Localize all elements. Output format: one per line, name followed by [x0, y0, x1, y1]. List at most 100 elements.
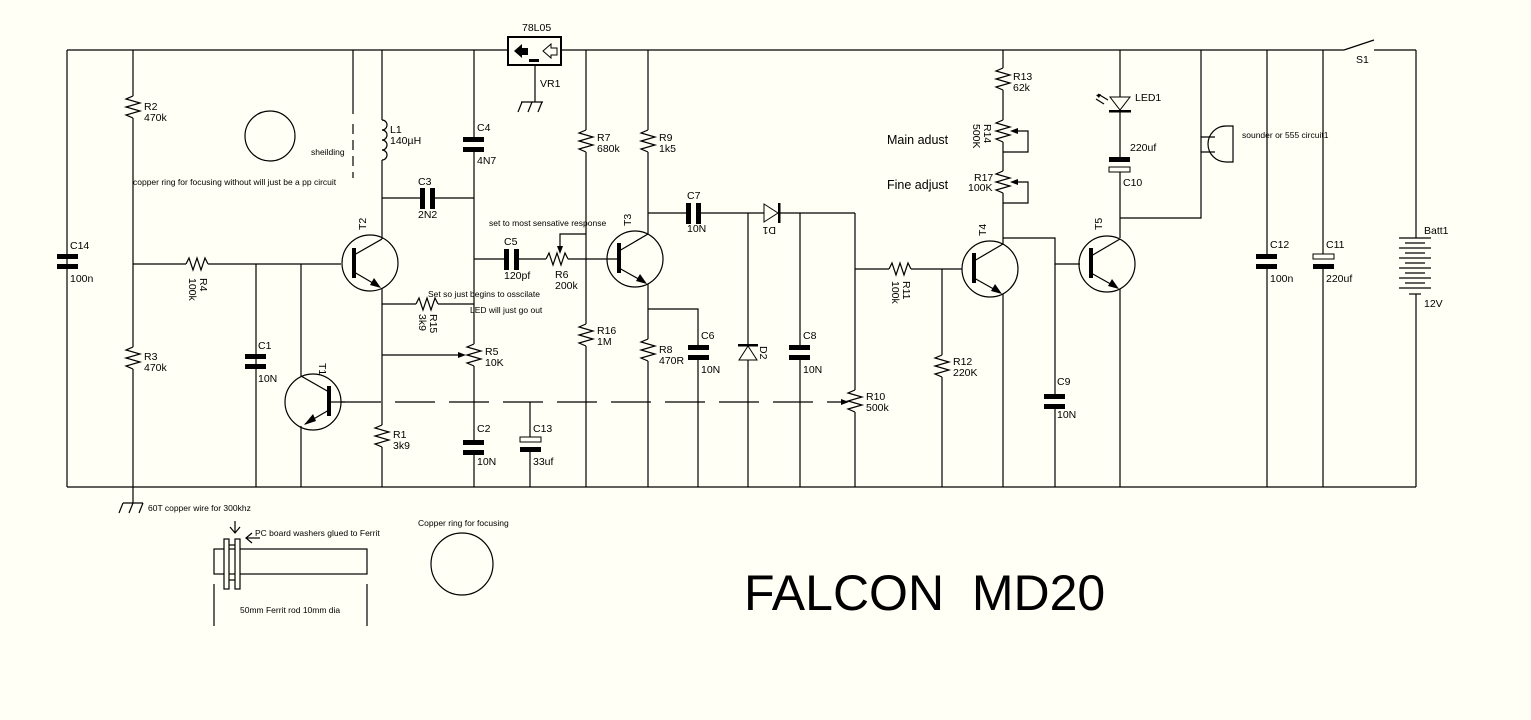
c11-value: 220uf [1326, 273, 1352, 285]
arrow-left-icon [245, 532, 260, 544]
capacitor-c13 [519, 436, 542, 452]
resistor-r7 [576, 129, 596, 153]
d2-ref: D2 [757, 346, 769, 360]
capacitor-c11 [1312, 253, 1335, 269]
r7-ref: R7 [597, 132, 611, 144]
d1-ref: D1 [762, 224, 776, 236]
ground-icon [517, 95, 543, 113]
resistor-r8 [638, 338, 658, 362]
wiper-arrow [1010, 128, 1018, 134]
r2-ref: R2 [144, 101, 158, 113]
l1-ref: L1 [390, 124, 402, 136]
capacitor-c4 [463, 137, 484, 152]
c6-ref: C6 [701, 330, 715, 342]
coil-note: 60T copper wire for 300khz [148, 503, 251, 513]
transistor-t2 [341, 234, 399, 292]
c2-ref: C2 [477, 423, 491, 435]
t1-ref: T1 [316, 363, 328, 375]
r3-value: 470k [144, 362, 168, 374]
r7-value: 680k [597, 143, 621, 155]
r1-value: 3k9 [393, 440, 410, 452]
wire [559, 233, 586, 252]
r14-value: 500K [970, 124, 982, 149]
t3-ref: T3 [622, 214, 634, 226]
regulator-ref: VR1 [540, 78, 561, 90]
diode-d1 [763, 203, 781, 223]
c7-value: 10N [687, 223, 706, 235]
c7-ref: C7 [687, 190, 701, 202]
r13-value: 62k [1013, 82, 1031, 94]
wiper-arrow [1010, 179, 1018, 185]
capacitor-c6 [688, 345, 709, 360]
t2-ref: T2 [357, 218, 369, 230]
c6-value: 10N [701, 364, 720, 376]
t4-ref: T4 [977, 224, 989, 236]
capacitor-c12 [1256, 254, 1277, 269]
capacitor-c5 [504, 249, 519, 270]
c4-value: 4N7 [477, 155, 496, 167]
ferrite-rod-drawing [213, 538, 368, 626]
c8-value: 10N [803, 364, 822, 376]
r3-ref: R3 [144, 351, 158, 363]
c9-ref: C9 [1057, 376, 1071, 388]
resistor-r11 [888, 261, 912, 277]
resistor-r4 [185, 256, 209, 272]
capacitor-c14 [57, 254, 78, 269]
r11-ref: R11 [900, 281, 912, 300]
led1-ref: LED1 [1135, 92, 1161, 104]
resistor-r16 [576, 323, 596, 347]
resistor-r5 [464, 343, 484, 367]
inductor-l1 [381, 119, 388, 161]
wire [648, 308, 699, 345]
t5-ref: T5 [1093, 218, 1105, 230]
sensitive-note: set to most sensative response [489, 218, 606, 228]
sounder-note: sounder or 555 circuit1 [1242, 130, 1329, 140]
r12-ref: R12 [953, 356, 972, 368]
r10-ref: R10 [866, 391, 885, 403]
resistor-r14 [993, 119, 1013, 143]
r14-ref: R14 [981, 124, 993, 143]
battery-icon [1399, 237, 1431, 295]
r10-value: 500k [866, 402, 890, 414]
batt1-value: 12V [1424, 298, 1443, 310]
c12-value: 100n [1270, 273, 1294, 285]
c3-ref: C3 [418, 176, 432, 188]
c8-ref: C8 [803, 330, 817, 342]
wiper-arrow [458, 352, 466, 358]
capacitor-c1 [245, 354, 266, 369]
r16-ref: R16 [597, 325, 616, 337]
r11-value: 100k [889, 281, 901, 305]
resistor-r13 [993, 67, 1013, 91]
wire [1003, 181, 1029, 204]
schematic-title: FALCON MD20 [744, 565, 1105, 621]
capacitor-c10 [1108, 157, 1131, 173]
c1-ref: C1 [258, 340, 272, 352]
transistor-t5 [1078, 235, 1136, 293]
c5-ref: C5 [504, 236, 518, 248]
main-adjust-label: Main adust [887, 133, 949, 147]
r9-value: 1k5 [659, 143, 676, 155]
r17-ref: R17 [974, 172, 993, 184]
switch-s1[interactable] [1343, 39, 1375, 51]
r5-value: 10K [485, 357, 504, 369]
l1-value: 140µH [390, 135, 421, 147]
r17-value: 100K [968, 182, 993, 194]
c2-value: 10N [477, 456, 496, 468]
c3-value: 2N2 [418, 209, 437, 221]
resistor-r15 [415, 296, 439, 312]
resistor-r10 [845, 389, 865, 413]
transistor-t4 [961, 240, 1019, 298]
r2-value: 470k [144, 112, 168, 124]
wiper-arrow [841, 399, 849, 405]
oscillate-note: Set so just begins to osscilate [428, 289, 540, 299]
resistor-r17 [993, 170, 1013, 194]
transistor-t3 [606, 230, 664, 288]
r5-ref: R5 [485, 346, 499, 358]
capacitor-c7 [686, 203, 701, 224]
r13-ref: R13 [1013, 71, 1032, 83]
shielding-note: sheilding [311, 147, 345, 157]
regulator-part: 78L05 [522, 22, 551, 34]
c5-value: 120pf [504, 270, 530, 282]
wire [1003, 237, 1080, 265]
